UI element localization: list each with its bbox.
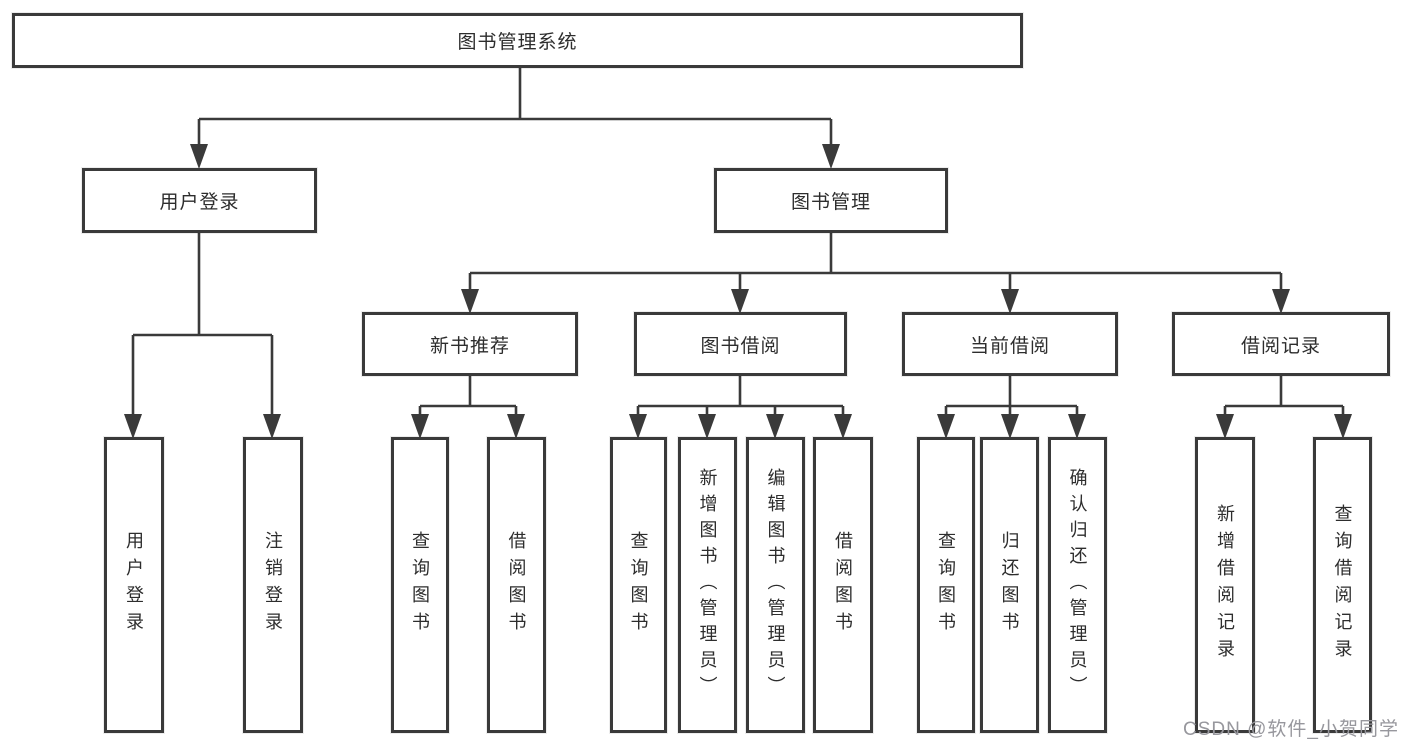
leaf-logout: 注销登录 (243, 437, 303, 733)
leaf-query-books-2-label: 查询图书 (628, 531, 649, 639)
leaf-query-books-3-label: 查询图书 (936, 531, 956, 639)
leaf-query-borrow-record: 查询借阅记录 (1313, 437, 1372, 733)
leaf-return-book-label: 归还图书 (999, 531, 1020, 639)
node-user-login: 用户登录 (82, 168, 317, 233)
leaf-add-book-admin: 新增图书（管理员） (678, 437, 737, 733)
leaf-query-books-2: 查询图书 (610, 437, 667, 733)
leaf-user-login-label: 用户登录 (124, 531, 144, 639)
leaf-logout-label: 注销登录 (263, 531, 283, 639)
leaf-add-borrow-record-label: 新增借阅记录 (1215, 504, 1235, 666)
leaf-return-book: 归还图书 (980, 437, 1039, 733)
node-user-login-label: 用户登录 (159, 192, 240, 213)
node-borrow-records: 借阅记录 (1172, 312, 1390, 376)
node-root: 图书管理系统 (12, 13, 1023, 68)
csdn-watermark: CSDN @软件_小贺同学 (1183, 719, 1399, 740)
leaf-query-books-3: 查询图书 (917, 437, 975, 733)
leaf-borrow-books-2-label: 借阅图书 (833, 531, 853, 639)
node-borrow-records-label: 借阅记录 (1240, 335, 1321, 357)
node-new-book-recommend: 新书推荐 (362, 312, 578, 376)
node-book-borrow-label: 图书借阅 (700, 335, 781, 357)
leaf-add-book-admin-label: 新增图书（管理员） (697, 468, 718, 702)
node-new-book-recommend-label: 新书推荐 (429, 335, 510, 357)
leaf-borrow-books-2: 借阅图书 (813, 437, 873, 733)
node-current-borrow: 当前借阅 (902, 312, 1118, 376)
leaf-query-books-1: 查询图书 (391, 437, 449, 733)
node-book-management: 图书管理 (714, 168, 948, 233)
leaf-confirm-return-admin-label: 确认归还（管理员） (1067, 468, 1088, 702)
leaf-edit-book-admin: 编辑图书（管理员） (746, 437, 805, 733)
node-current-borrow-label: 当前借阅 (969, 335, 1050, 357)
leaf-query-borrow-record-label: 查询借阅记录 (1332, 504, 1353, 666)
leaf-borrow-books-1: 借阅图书 (487, 437, 546, 733)
leaf-confirm-return-admin: 确认归还（管理员） (1048, 437, 1107, 733)
node-book-borrow: 图书借阅 (634, 312, 847, 376)
leaf-borrow-books-1-label: 借阅图书 (506, 531, 527, 639)
leaf-edit-book-admin-label: 编辑图书（管理员） (765, 468, 786, 702)
node-root-label: 图书管理系统 (457, 32, 578, 53)
node-book-management-label: 图书管理 (790, 192, 871, 213)
leaf-user-login: 用户登录 (104, 437, 164, 733)
leaf-query-books-1-label: 查询图书 (410, 531, 430, 639)
leaf-add-borrow-record: 新增借阅记录 (1195, 437, 1255, 733)
